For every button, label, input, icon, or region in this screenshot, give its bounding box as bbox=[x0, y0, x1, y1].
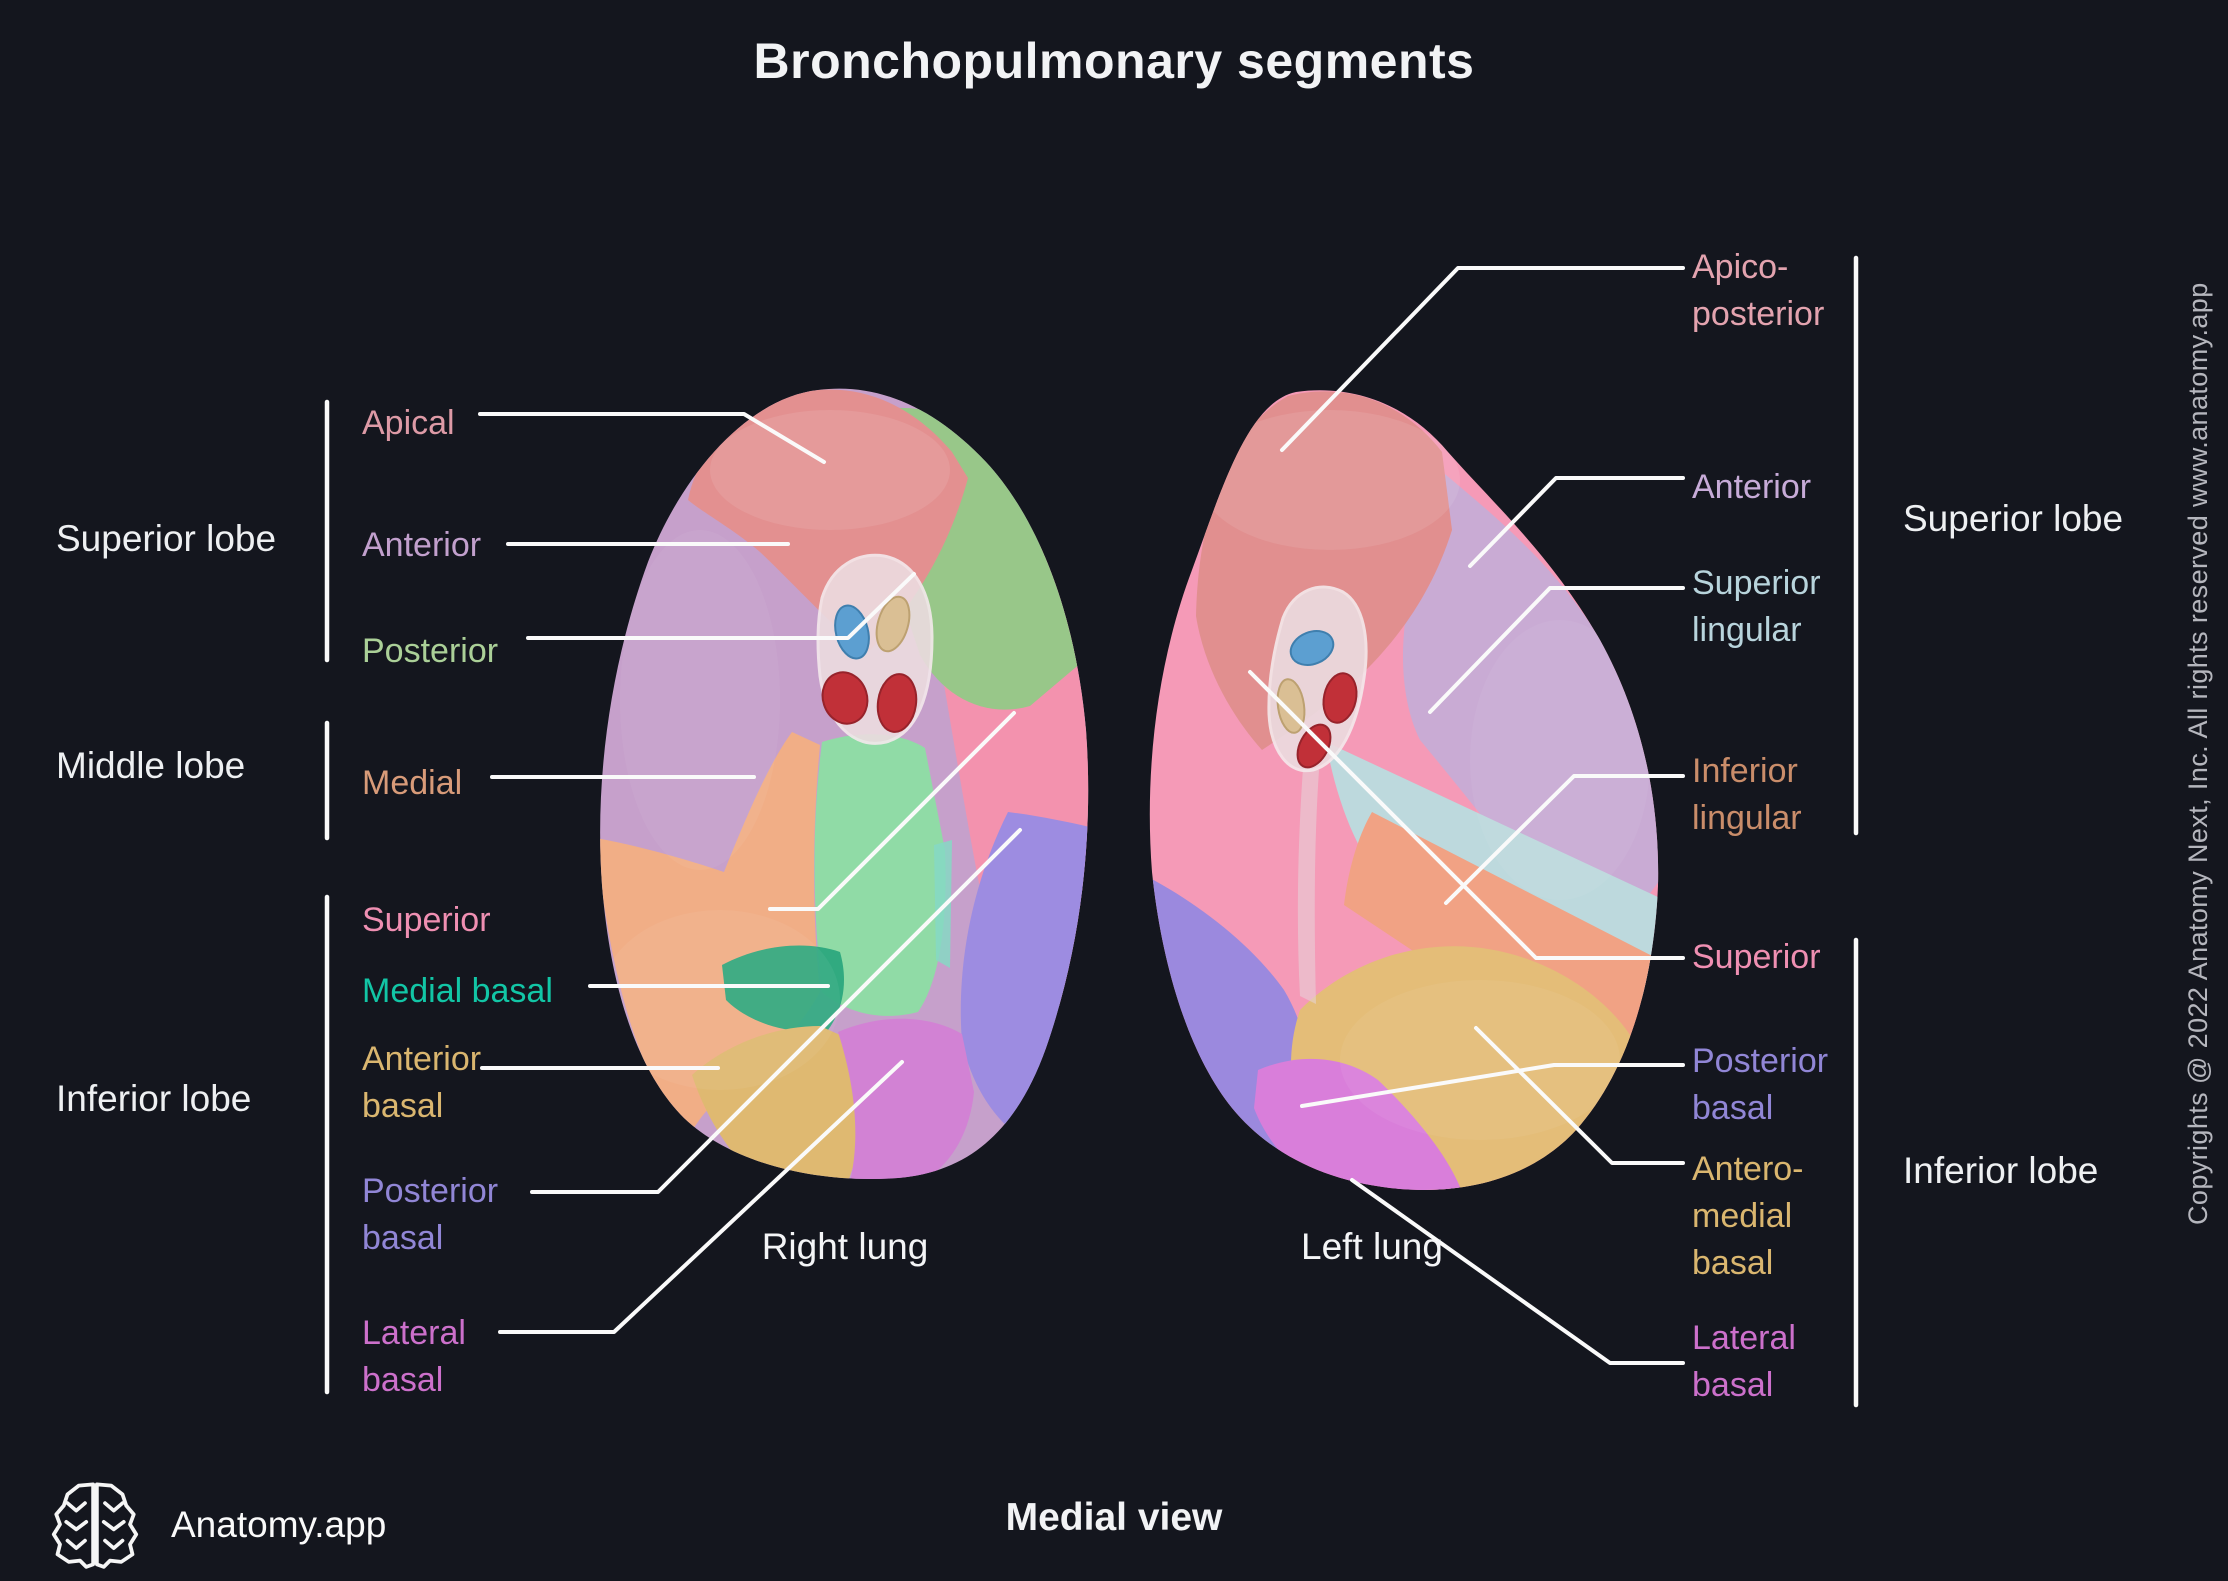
left-lung-highlight bbox=[1200, 410, 1460, 550]
right-lung-lateral-basal-segment bbox=[838, 1018, 974, 1180]
page-title: Bronchopulmonary segments bbox=[753, 33, 1475, 89]
right-lung-highlight bbox=[600, 910, 840, 1090]
right-lung-highlight bbox=[710, 410, 950, 530]
segment-label-anterior-right-lung: Anterior bbox=[362, 526, 482, 564]
right-lung-medial-basal-dark-area bbox=[722, 945, 844, 1032]
segment-label-anterior-left-lung: Anterior bbox=[1692, 468, 1812, 506]
brain-left-hemisphere bbox=[51, 1482, 95, 1569]
segment-label-medial: Medial bbox=[362, 764, 463, 802]
segment-label-apical: Apical bbox=[362, 404, 455, 442]
right-main-bronchus bbox=[875, 595, 911, 653]
leader-posterior-basal-right-lung bbox=[530, 828, 1022, 1194]
brand-name: Anatomy.app bbox=[171, 1504, 387, 1545]
segment-label-anterior-basal: Anterior basal bbox=[362, 1040, 482, 1125]
right-lung-teal-strip bbox=[934, 840, 952, 968]
segment-label-posterior-basal-right-lung: Posterior basal bbox=[362, 1172, 499, 1257]
segment-label-superior-right-lung: Superior bbox=[362, 901, 491, 939]
lobe-label-inferior-left: Inferior lobe bbox=[56, 1078, 252, 1119]
leader-posterior-basal-left-lung bbox=[1300, 1063, 1685, 1108]
leader-apico-posterior bbox=[1280, 266, 1685, 452]
leader-posterior bbox=[526, 572, 916, 640]
segment-label-medial-basal: Medial basal bbox=[362, 972, 553, 1010]
right-pulmonary-vein-upper bbox=[821, 671, 869, 725]
leader-lateral-basal-right-lung bbox=[498, 1060, 904, 1334]
right-lung-title: Right lung bbox=[761, 1226, 929, 1267]
left-pulmonary-vein-upper bbox=[1322, 672, 1358, 724]
right-lung-hilum bbox=[816, 553, 934, 745]
right-lung bbox=[600, 388, 1089, 1180]
lobe-label-superior-left: Superior lobe bbox=[56, 518, 277, 559]
left-lung-anterior-segment bbox=[1403, 470, 1659, 960]
right-lung-medial-basal-segment bbox=[814, 734, 946, 1016]
segment-label-superior-left-lung: Superior bbox=[1692, 938, 1821, 976]
segment-label-antero-medial-basal: Antero-medial basal bbox=[1692, 1150, 1804, 1282]
left-pulmonary-ligament bbox=[1297, 768, 1319, 1004]
left-pulmonary-vein-lower bbox=[1296, 723, 1332, 769]
left-lung-apico-posterior-segment bbox=[1196, 391, 1452, 750]
leader-superior-right-lung bbox=[768, 711, 1016, 911]
brain-right-hemisphere bbox=[95, 1482, 139, 1569]
lobe-label-inferior-right: Inferior lobe bbox=[1903, 1150, 2099, 1191]
leader-antero-medial-basal bbox=[1474, 1026, 1685, 1165]
segment-label-superior-lingular: Superior lingular bbox=[1692, 564, 1821, 649]
brand-lockup: Anatomy.app bbox=[45, 1478, 386, 1572]
view-label: Medial view bbox=[1005, 1496, 1223, 1539]
left-lung-lateral-basal-segment bbox=[1254, 1058, 1462, 1190]
left-pulmonary-artery bbox=[1289, 630, 1335, 666]
left-lung-highlight bbox=[1340, 980, 1620, 1140]
leader-lateral-basal-left-lung bbox=[1350, 1178, 1685, 1365]
right-lung-highlight bbox=[620, 530, 780, 870]
leader-apical bbox=[478, 412, 826, 464]
leader-anterior-left-lung bbox=[1468, 476, 1685, 568]
segment-label-inferior-lingular: Inferior lingular bbox=[1692, 752, 1802, 837]
segment-label-posterior-basal-left-lung: Posterior basal bbox=[1692, 1042, 1829, 1127]
segment-label-lateral-basal-left-lung: Lateral basal bbox=[1692, 1319, 1796, 1404]
right-pulmonary-vein-lower bbox=[876, 673, 918, 733]
lobe-label-middle: Middle lobe bbox=[56, 745, 246, 786]
left-lung-hilum bbox=[1267, 585, 1368, 1004]
leader-inferior-lingular bbox=[1444, 774, 1685, 905]
left-lung-highlight bbox=[1470, 620, 1650, 900]
leader-superior-left-lung bbox=[1248, 670, 1685, 960]
brain-logo-icon bbox=[51, 1482, 139, 1569]
segment-label-apico-posterior: Apico-posterior bbox=[1692, 248, 1825, 333]
segment-label-posterior: Posterior bbox=[362, 632, 499, 670]
left-lung bbox=[1149, 390, 1659, 1190]
leader-superior-lingular bbox=[1428, 586, 1685, 714]
segment-label-lateral-basal-right-lung: Lateral basal bbox=[362, 1314, 466, 1399]
lobe-label-superior-right: Superior lobe bbox=[1903, 498, 2124, 539]
left-lung-title: Left lung bbox=[1301, 1226, 1443, 1267]
copyright-notice: Copyrights @ 2022 Anatomy Next, Inc. All… bbox=[2183, 282, 2213, 1225]
